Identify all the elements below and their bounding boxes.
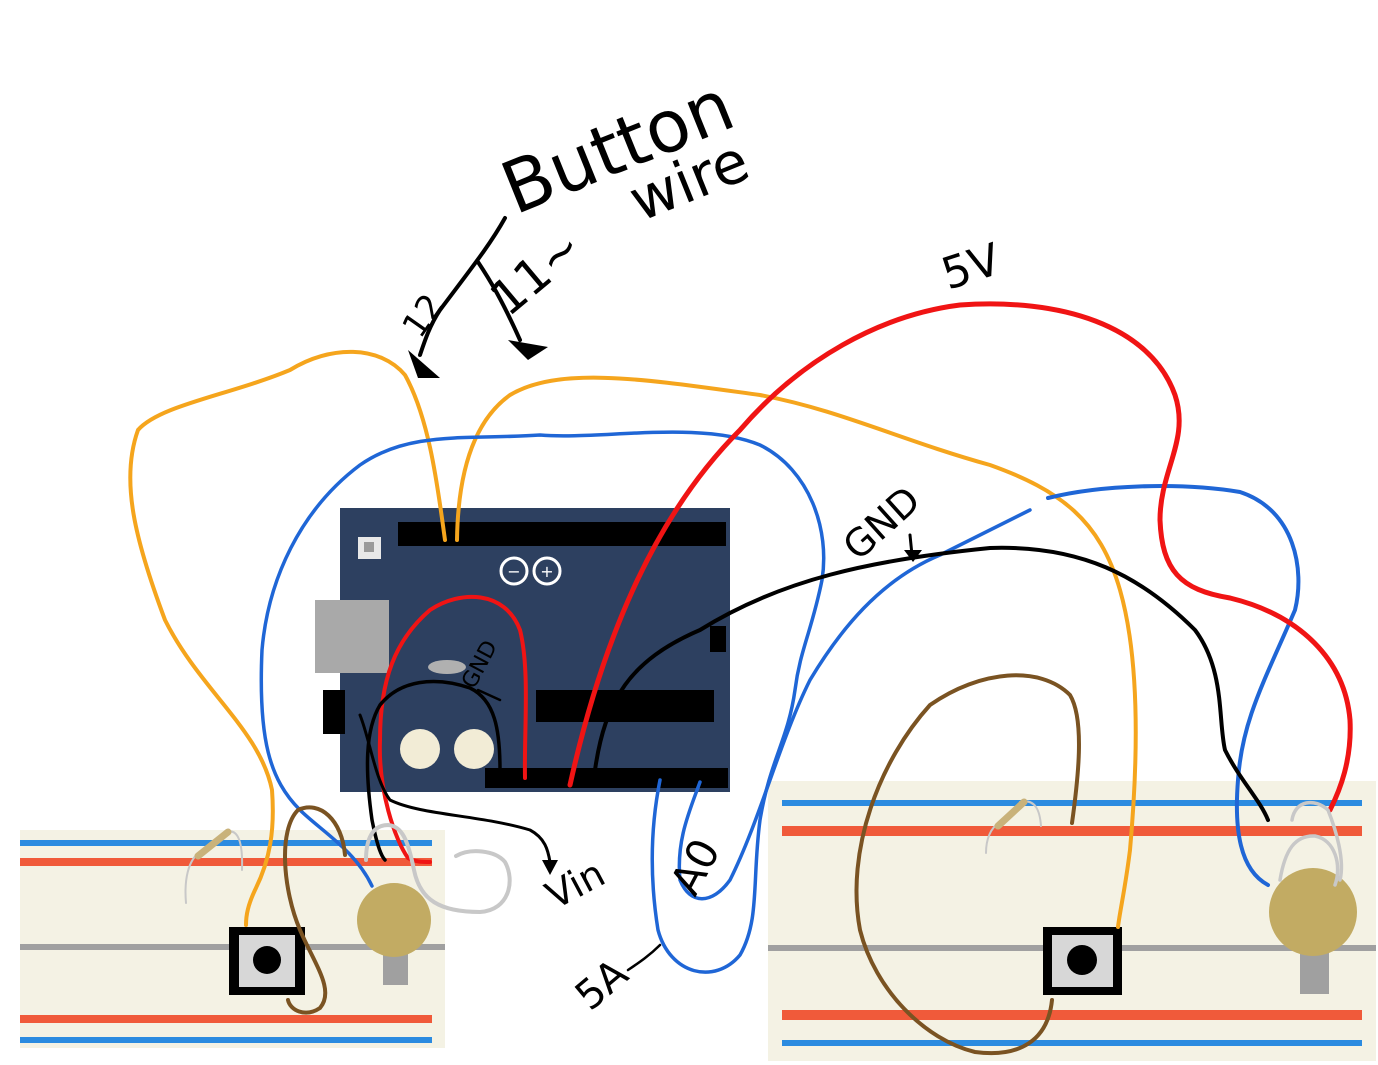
arrow-gnd-left — [476, 688, 502, 702]
label-a5: 5A — [567, 950, 638, 1020]
brown-wire-right — [854, 673, 1081, 1056]
black-wire-gnd-right — [593, 545, 1270, 822]
capacitor-left — [400, 729, 440, 769]
arrow-to-pin11 — [476, 260, 522, 342]
red-wire-5v — [567, 301, 1353, 813]
arduino-logo: − + — [499, 556, 562, 586]
red-wire-board — [377, 594, 528, 864]
power-header — [485, 768, 728, 788]
arrow-head-pin12 — [408, 350, 440, 378]
capacitor-right — [454, 729, 494, 769]
usb-port — [315, 600, 389, 673]
gray-wire-right — [1278, 800, 1344, 887]
arrow-head-pin11 — [508, 340, 548, 360]
right-resistor — [985, 798, 1042, 854]
logo-plus-glyph: + — [540, 562, 553, 581]
blue-wire-right — [1046, 484, 1301, 887]
arrow-from-button-label — [418, 216, 507, 357]
left-potentiometer — [357, 883, 431, 985]
orange-wire-pin11 — [455, 375, 1138, 929]
arduino-board: − + — [315, 508, 730, 792]
logo-minus-glyph: − — [507, 562, 520, 581]
a5-indicator-line — [626, 943, 662, 972]
orange-wire-pin12 — [128, 349, 447, 927]
black-wire-vin — [358, 713, 552, 864]
logo-minus-ring — [499, 556, 529, 586]
arrow-head-gnd-right — [904, 550, 922, 562]
right-pushbutton — [1043, 927, 1122, 995]
black-wire-gnd-board — [365, 679, 502, 862]
right-potentiometer — [1269, 868, 1357, 994]
gray-wire-left — [364, 823, 512, 914]
left-pushbutton — [229, 927, 305, 995]
analog-header-upper — [536, 690, 714, 722]
blue-wire-left — [259, 430, 826, 974]
dc-jack — [323, 690, 345, 734]
brown-wire-left — [283, 805, 347, 1015]
vin-arrow-head — [542, 860, 558, 875]
crystal — [428, 660, 466, 674]
label-5v: 5V — [936, 234, 1007, 300]
logo-plus-ring — [532, 556, 562, 586]
label-pin12: 12 — [395, 287, 453, 345]
icsp-header — [710, 626, 726, 652]
power-led — [364, 542, 374, 552]
left-resistor — [184, 828, 244, 904]
digital-header — [398, 522, 726, 546]
